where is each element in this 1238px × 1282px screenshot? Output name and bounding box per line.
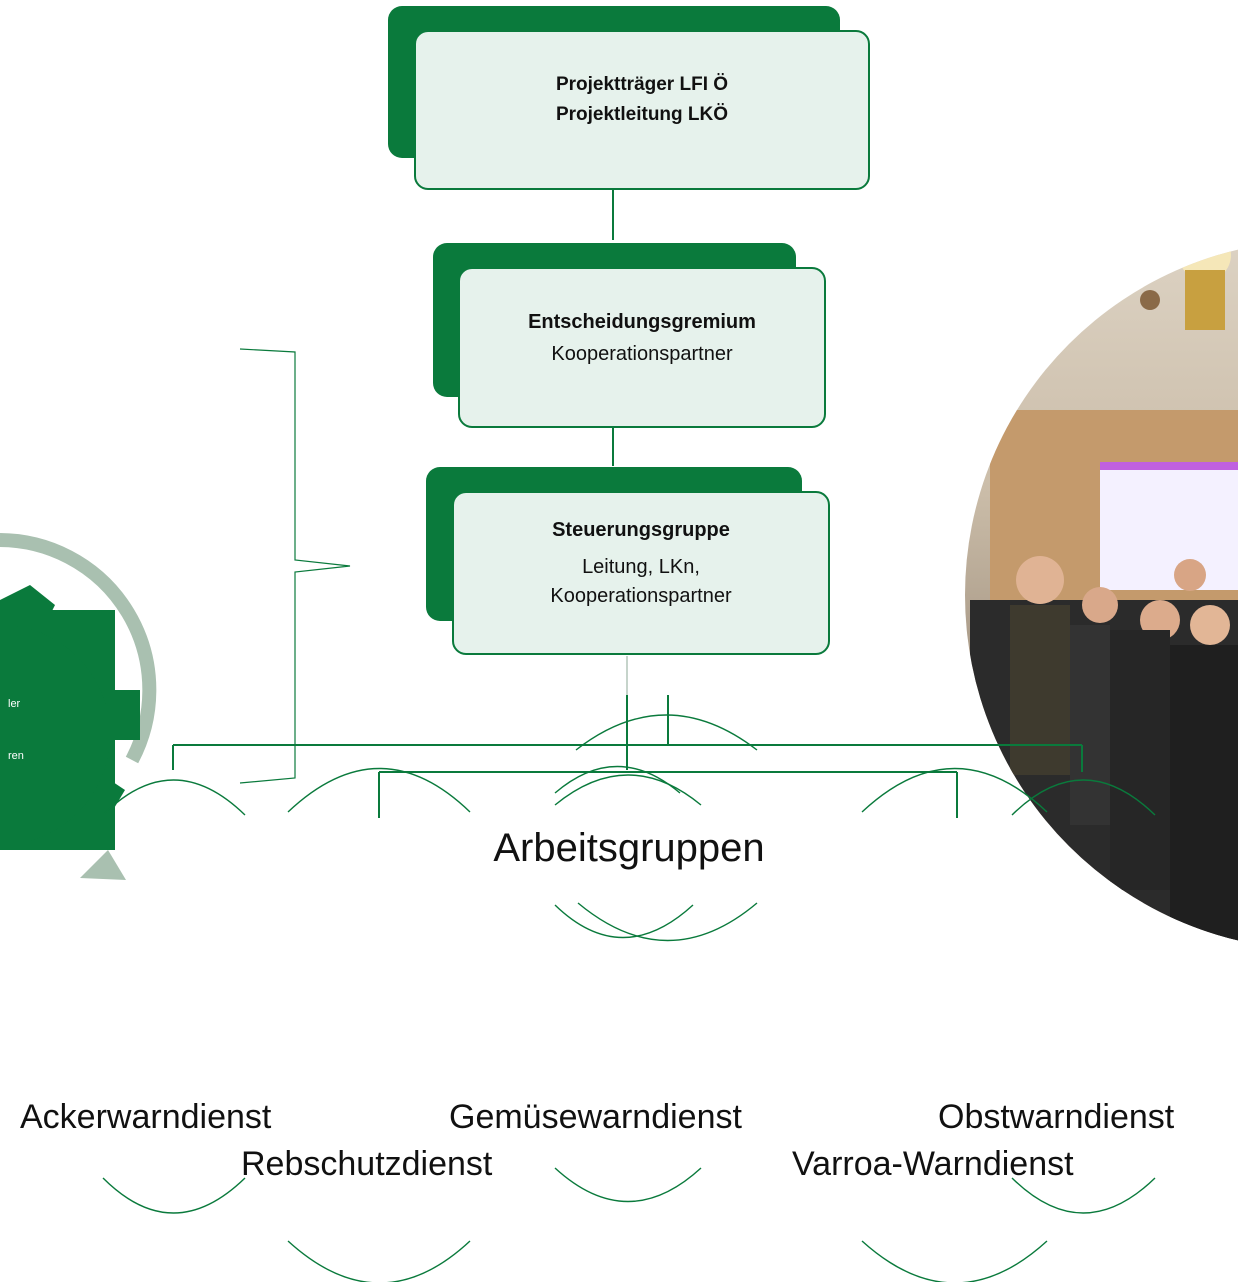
service-reb: Rebschutzdienst [241,1145,493,1183]
service-gemuese: Gemüsewarndienst [449,1098,742,1136]
decision-box-text: Entscheidungsgremium Kooperationspartner [458,306,826,370]
group-photo [965,240,1238,950]
working-groups-label: Arbeitsgruppen [493,826,765,870]
sponsor-label: Projektträger LFI Ö [555,74,729,95]
decision-title: Entscheidungsgremium [528,311,756,333]
gear-text-2: ren [8,750,24,762]
steering-line2: Kooperationspartner [550,585,732,607]
steering-line1: Leitung, LKn, [582,556,700,578]
steering-box-text: Steuerungsgruppe Leitung, LKn, Kooperati… [452,516,830,611]
top-box [414,30,870,190]
lead-label: Projektleitung LKÖ [555,104,729,126]
service-varroa: Varroa-Warndienst [792,1145,1074,1183]
steering-box [452,491,830,655]
steering-title: Steuerungsgruppe [552,519,730,541]
brace-graphic [239,348,351,784]
service-obst: Obstwarndienst [938,1098,1175,1136]
org-connectors [172,190,1083,818]
gear-text-1: ler [8,698,21,710]
decision-box [458,267,826,428]
top-box-text: Projektträger LFI Ö Projektleitung LKÖ [414,70,870,131]
gear-graphic [0,533,157,880]
decision-subtitle: Kooperationspartner [551,343,733,365]
service-acker: Ackerwarndienst [20,1098,272,1136]
node-arcs [102,714,1156,1282]
